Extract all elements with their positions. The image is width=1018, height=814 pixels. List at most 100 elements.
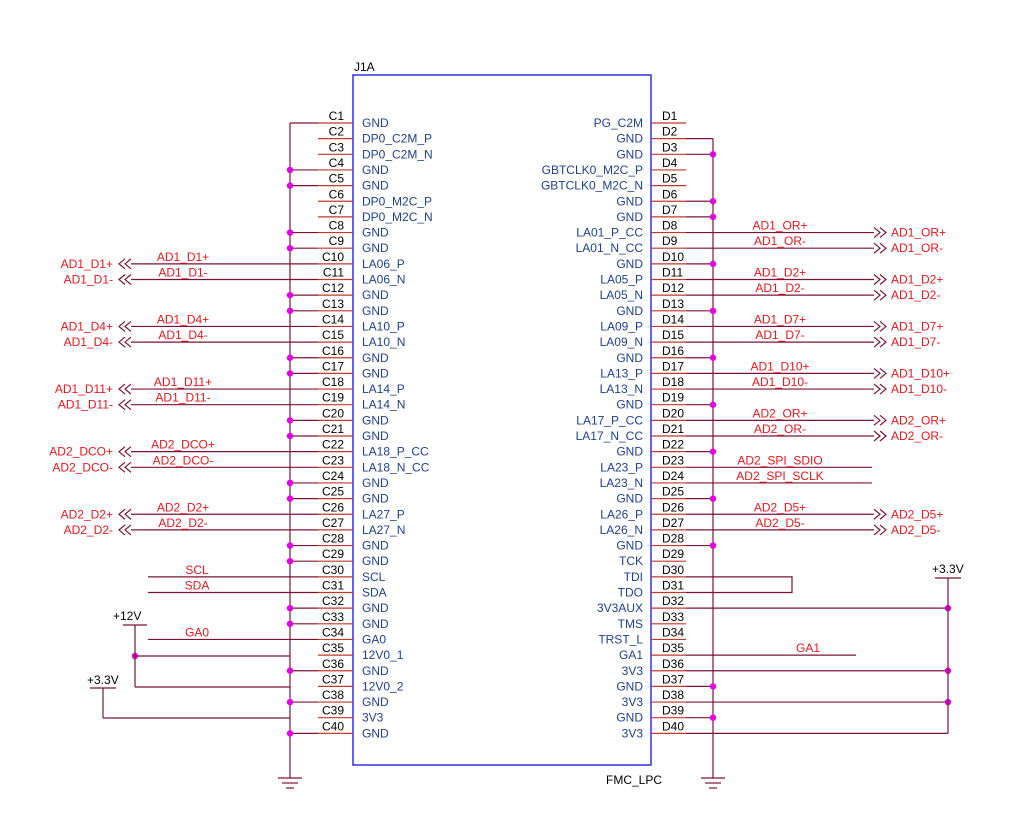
pin-name: TRST_L [598, 632, 643, 646]
port-arrow-icon[interactable] [873, 274, 887, 285]
pin-name: GBTCLK0_M2C_P [542, 163, 643, 177]
pin-name: GND [362, 288, 389, 302]
pin-name: LA14_P [362, 382, 405, 396]
pin-number: D37 [662, 672, 684, 686]
pin-name: GND [362, 413, 389, 427]
junction-dot [709, 151, 717, 158]
port-arrow-icon[interactable] [118, 383, 132, 395]
net-label: AD1_D11+ [154, 375, 212, 389]
pin-name: LA17_N_CC [576, 429, 644, 443]
pin-name: GND [616, 304, 643, 318]
net-label: SCL [185, 563, 209, 577]
net-label: AD2_DCO- [153, 453, 214, 467]
pin-name: GND [362, 617, 389, 631]
junction-dot [286, 354, 294, 361]
pin-name: GA1 [619, 648, 643, 662]
pin-name: TDO [618, 586, 643, 600]
net-label: SDA [185, 579, 210, 593]
pin-number: C28 [322, 532, 344, 546]
junction-dot [286, 370, 294, 377]
junction-dot [286, 730, 294, 737]
net-label: AD2_D2- [158, 516, 207, 530]
pin-name: LA09_N [600, 335, 643, 349]
port-arrow-icon[interactable] [873, 242, 887, 254]
pin-name: GND [616, 351, 643, 365]
net-label: AD2_OR+ [752, 406, 807, 420]
port-arrow-icon[interactable] [873, 320, 887, 332]
pin-number: D6 [662, 187, 678, 201]
pin-name: GND [362, 492, 389, 506]
port-arrow-icon[interactable] [873, 414, 887, 426]
pin-name: DP0_M2C_N [362, 210, 433, 224]
pin-name: GND [362, 226, 389, 240]
port-arrow-icon[interactable] [873, 367, 887, 379]
port-arrow-icon[interactable] [873, 524, 887, 536]
port-arrow-icon[interactable] [873, 336, 887, 348]
pin-number: C14 [322, 312, 344, 326]
pin-number: D36 [662, 657, 684, 671]
pin-number: C8 [329, 219, 345, 233]
port-label: AD2_OR+ [891, 413, 946, 427]
pin-name: GND [616, 210, 643, 224]
junction-dot [286, 229, 294, 236]
port-arrow-icon[interactable] [118, 258, 132, 270]
pin-number: D38 [662, 688, 684, 702]
pin-number: D30 [662, 563, 684, 577]
pin-name: TDI [624, 570, 643, 584]
pin-number: C3 [329, 140, 345, 154]
pin-name: GND [362, 163, 389, 177]
port-arrow-icon[interactable] [118, 446, 132, 458]
net-label: AD2_D5+ [754, 500, 806, 514]
port-arrow-icon[interactable] [118, 461, 132, 473]
port-label: AD1_D10- [891, 382, 947, 396]
pin-name: GND [616, 147, 643, 161]
port-arrow-icon[interactable] [118, 320, 132, 332]
port-arrow-icon[interactable] [118, 399, 132, 411]
junction-dot [709, 260, 717, 268]
net-label: AD1_D7+ [754, 312, 806, 326]
pin-number: D18 [662, 375, 684, 389]
pin-name: LA27_N [362, 523, 405, 537]
port-label: AD2_DCO- [52, 460, 113, 474]
junction-dot [709, 401, 717, 408]
pin-name: 3V3 [622, 695, 644, 709]
pin-number: D35 [662, 641, 684, 655]
pin-number: C33 [322, 610, 344, 624]
pin-number: D40 [662, 719, 684, 733]
port-arrow-icon[interactable] [873, 289, 887, 301]
port-label: AD1_D7+ [891, 319, 943, 333]
port-arrow-icon[interactable] [118, 336, 132, 348]
pin-number: D7 [662, 203, 678, 217]
pin-number: D33 [662, 610, 684, 624]
net-label: AD1_D7- [755, 328, 804, 342]
pin-name: GND [362, 116, 389, 130]
pin-number: C23 [322, 453, 344, 467]
port-arrow-icon[interactable] [873, 227, 887, 239]
port-arrow-icon[interactable] [873, 430, 887, 442]
pin-number: C15 [322, 328, 344, 342]
pin-number: C39 [322, 704, 344, 718]
port-arrow-icon[interactable] [118, 274, 132, 285]
junction-dot [286, 604, 294, 612]
port-arrow-icon[interactable] [118, 524, 132, 536]
net-label: AD1_D1+ [157, 250, 209, 264]
pin-name: 3V3 [622, 726, 644, 740]
port-label: AD1_D4+ [61, 319, 113, 333]
port-label: AD2_OR- [891, 429, 943, 443]
junction-dot [286, 620, 294, 627]
pin-name: GND [616, 257, 643, 271]
port-arrow-icon[interactable] [118, 508, 132, 520]
pin-number: C32 [322, 594, 344, 608]
pin-number: C34 [322, 625, 344, 639]
port-arrow-icon[interactable] [873, 383, 887, 395]
pin-name: LA05_P [600, 273, 643, 287]
port-arrow-icon[interactable] [873, 508, 887, 520]
pin-name: LA27_P [362, 507, 405, 521]
power-3v3-right-label: +3.3V [932, 562, 964, 576]
pin-number: C36 [322, 657, 344, 671]
port-label: AD1_D4- [64, 335, 113, 349]
junction-dot [286, 495, 294, 502]
net-label: AD1_D10+ [750, 359, 809, 373]
pin-name: LA09_P [600, 319, 643, 333]
port-label: AD1_D11- [58, 398, 113, 412]
